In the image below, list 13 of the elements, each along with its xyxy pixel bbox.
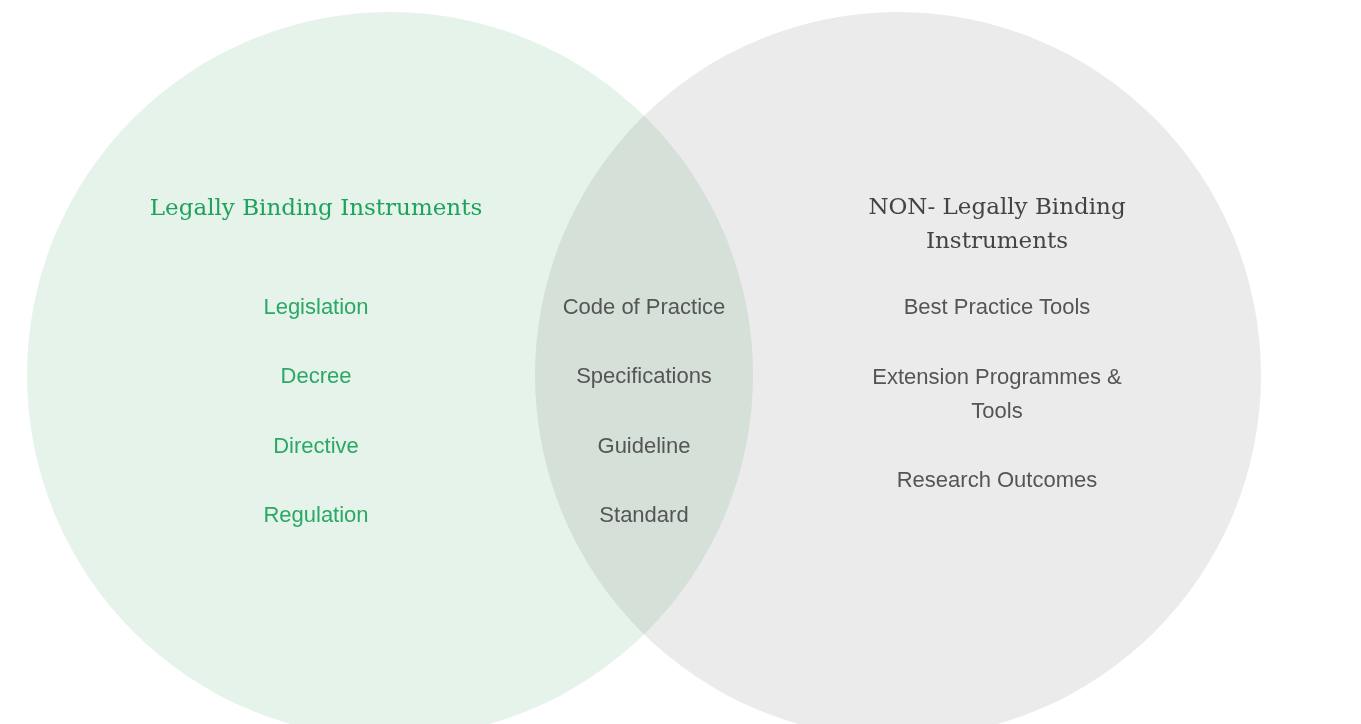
overlap-item: Standard bbox=[599, 501, 689, 529]
circle-item: Best Practice Tools bbox=[902, 293, 1092, 321]
overlap-item: Guideline bbox=[597, 432, 691, 460]
circle-item: Decree bbox=[279, 362, 353, 390]
overlap-item: Code of Practice bbox=[562, 293, 726, 321]
circle-item: Extension Programmes & Tools bbox=[871, 363, 1123, 425]
circle-title: Legally Binding Instruments bbox=[148, 193, 484, 222]
circle-title: NON- Legally Binding Instruments bbox=[867, 192, 1127, 255]
overlap-item: Specifications bbox=[576, 362, 712, 390]
circle-item: Regulation bbox=[262, 501, 370, 529]
circle-item: Research Outcomes bbox=[895, 466, 1099, 494]
circle-item: Legislation bbox=[262, 293, 370, 321]
circle-item: Directive bbox=[272, 432, 360, 460]
